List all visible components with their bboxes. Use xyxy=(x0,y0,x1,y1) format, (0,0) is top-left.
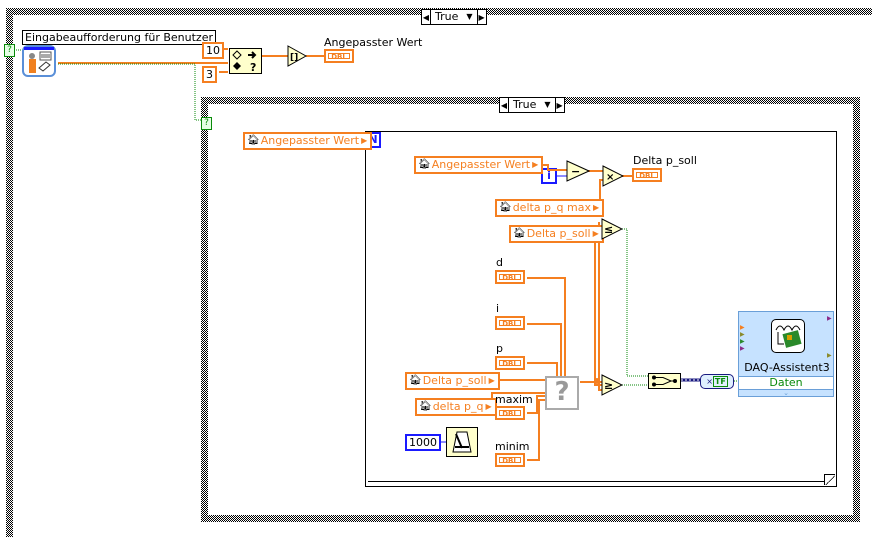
local-var-delta-p-q[interactable]: 🏠︎delta p_q▶ xyxy=(415,398,497,416)
svg-text:≥: ≥ xyxy=(604,379,613,392)
outer-case-selector-value: True xyxy=(435,10,459,23)
daq-title: DAQ-Assistent3 xyxy=(744,361,830,374)
svg-text:−: − xyxy=(571,165,580,178)
expand-chevron-icon[interactable]: ⌄ xyxy=(783,389,789,397)
daq-assistant-express-vi[interactable]: DAQ-Assistent3 Daten ⌄ ▶ ▶ ▶ ▶ ▶ ▶ xyxy=(738,311,834,397)
house-icon: 🏠︎ xyxy=(499,202,512,213)
inner-case-selector-tunnel[interactable]: ? xyxy=(201,117,212,130)
select-icon: ? xyxy=(232,50,257,74)
control-minim[interactable]: DBL xyxy=(495,453,525,467)
local-var-delta-p-soll-bottom[interactable]: 🏠︎Delta p_soll▶ xyxy=(405,372,500,390)
control-minim-label: minim xyxy=(495,440,530,453)
control-p-label: p xyxy=(496,342,503,355)
svg-text:?: ? xyxy=(250,61,256,73)
prompt-user-label: Eingabeaufforderung für Benutzer xyxy=(22,30,216,45)
increment-case-arrow-icon[interactable]: ▶ xyxy=(556,100,563,110)
output-arrow-icon: ▶ xyxy=(485,402,492,411)
angepasster-wert-label: Angepasster Wert xyxy=(324,36,423,49)
multiply-node[interactable]: × xyxy=(602,165,624,187)
inner-case-border-right xyxy=(853,97,860,522)
local-var-angepasster-wert-outer[interactable]: 🏠︎Angepasster Wert▶ xyxy=(243,132,373,150)
constant-3[interactable]: 3 xyxy=(202,66,217,83)
constant-10[interactable]: 10 xyxy=(202,42,224,59)
house-icon: 🏠︎ xyxy=(247,135,260,146)
daq-input-terminal[interactable]: ▶ xyxy=(740,324,745,331)
decrement-case-arrow-icon[interactable]: ◀ xyxy=(500,100,508,110)
delta-p-soll-label: Delta p_soll xyxy=(633,154,697,167)
build-array-node[interactable] xyxy=(648,373,681,389)
for-loop-resize-corner-icon[interactable] xyxy=(824,474,835,485)
delta-p-soll-indicator[interactable]: DBL xyxy=(632,168,662,182)
house-icon: 🏠︎ xyxy=(513,228,526,239)
select-node[interactable]: ? xyxy=(229,48,262,74)
house-icon: 🏠︎ xyxy=(419,401,432,412)
svg-text:[]: [] xyxy=(290,53,298,63)
dropdown-arrow-icon[interactable]: ▼ xyxy=(466,12,473,21)
inner-case-border-bottom xyxy=(201,515,860,522)
local-var-delta-p-soll-top[interactable]: 🏠︎Delta p_soll▶ xyxy=(509,225,604,243)
outer-case-border-left xyxy=(6,8,13,537)
control-maxim-label: maxim xyxy=(495,393,533,406)
local-var-delta-p-q-max[interactable]: 🏠︎delta p_q max▶ xyxy=(495,199,605,217)
daq-card-icon xyxy=(775,325,802,348)
output-arrow-icon: ▶ xyxy=(592,229,599,238)
constant-1000[interactable]: 1000 xyxy=(405,434,441,451)
greater-or-equal-node[interactable]: ≥ xyxy=(601,374,623,396)
control-i[interactable]: DBL xyxy=(495,316,525,330)
local-var-angepasster-wert-inner[interactable]: 🏠︎Angepasster Wert▶ xyxy=(414,156,544,174)
less-or-equal-node[interactable]: ≤ xyxy=(601,218,623,240)
dropdown-arrow-icon[interactable]: ▼ xyxy=(544,100,551,109)
loop-iteration-terminal[interactable]: i xyxy=(541,168,557,184)
inner-case-border-left xyxy=(201,97,208,522)
daq-input-terminal[interactable]: ▶ xyxy=(740,345,745,352)
output-arrow-icon: ▶ xyxy=(488,376,495,385)
daq-output-terminal[interactable]: ▶ xyxy=(827,352,832,359)
house-icon: 🏠︎ xyxy=(409,375,422,386)
daq-input-terminal[interactable]: ▶ xyxy=(740,331,745,338)
build-array-icon xyxy=(652,375,677,387)
for-loop-double-border xyxy=(368,481,834,485)
tf-label: TF xyxy=(712,376,728,387)
daq-input-terminal[interactable]: ▶ xyxy=(740,338,745,345)
decrement-case-arrow-icon[interactable]: ◀ xyxy=(422,12,430,22)
control-d-label: d xyxy=(496,256,503,269)
output-arrow-icon: ▶ xyxy=(361,136,368,145)
output-arrow-icon: ▶ xyxy=(593,203,600,212)
user-prompt-icon xyxy=(24,47,54,73)
metronome-icon xyxy=(452,431,472,453)
missing-subvi-node[interactable]: ? xyxy=(545,376,579,410)
control-d[interactable]: DBL xyxy=(495,270,525,284)
svg-text:≤: ≤ xyxy=(604,223,613,236)
dynamic-data-icon: ⨯ xyxy=(706,377,713,386)
daq-icon xyxy=(771,319,805,353)
output-arrow-icon: ▶ xyxy=(532,160,539,169)
outer-case-selector-tunnel[interactable]: ? xyxy=(4,44,15,57)
svg-text:×: × xyxy=(606,172,614,183)
angepasster-wert-indicator[interactable]: DBL xyxy=(324,49,354,63)
wait-ms-node[interactable] xyxy=(446,427,478,457)
inner-case-selector[interactable]: ◀ True ▼ ▶ xyxy=(499,97,565,113)
daq-data-terminal[interactable]: Daten xyxy=(739,376,833,390)
house-icon: 🏠︎ xyxy=(418,159,431,170)
convert-to-dynamic-data-node[interactable]: ⨯TF xyxy=(700,374,734,389)
daq-output-terminal[interactable]: ▶ xyxy=(827,315,832,322)
control-p[interactable]: DBL xyxy=(495,356,525,370)
subtract-node[interactable]: − xyxy=(566,160,590,182)
index-array-node[interactable]: [] xyxy=(287,45,307,67)
prompt-user-express-vi[interactable] xyxy=(22,45,56,77)
outer-case-selector[interactable]: ◀ True ▼ ▶ xyxy=(421,9,487,25)
increment-case-arrow-icon[interactable]: ▶ xyxy=(478,12,485,22)
inner-case-selector-value: True xyxy=(513,98,537,111)
control-i-label: i xyxy=(496,302,500,315)
control-maxim[interactable]: DBL xyxy=(495,406,525,420)
